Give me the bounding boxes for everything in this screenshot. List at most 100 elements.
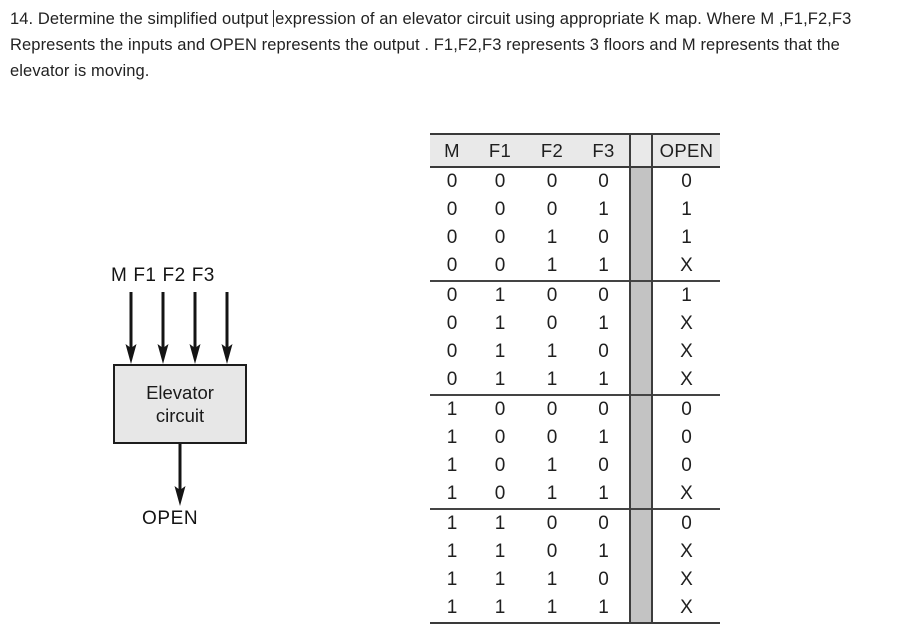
cell-f1: 0 [494, 255, 506, 276]
cell-f2: 0 [546, 199, 558, 220]
truth-table-header: M F1 F2 F3 OPEN [430, 134, 720, 167]
text-caret [273, 10, 275, 27]
cell-open: 0 [681, 399, 692, 420]
cell-open: X [680, 369, 693, 390]
cell-f2: 1 [546, 369, 558, 390]
question-line-3: floors and M represents that the elevato… [10, 36, 840, 80]
cell-open: 1 [681, 285, 692, 306]
cell-f1: 1 [494, 313, 506, 334]
cell-f2: 1 [546, 455, 558, 476]
header-cell-f3: F3 [578, 134, 630, 167]
cell-m: 1 [446, 541, 458, 562]
input-arrow-f1-icon [157, 292, 169, 364]
input-label-f2: F2 [162, 265, 186, 286]
cell-m: 0 [446, 341, 458, 362]
cell-m: 0 [446, 171, 458, 192]
cell-f1: 0 [494, 399, 506, 420]
cell-f1: 0 [494, 171, 506, 192]
cell-f3: 1 [598, 255, 609, 276]
cell-f3: 0 [598, 227, 609, 248]
cell-open: 0 [681, 427, 692, 448]
cell-f3: 1 [598, 369, 609, 390]
cell-open: X [680, 541, 693, 562]
cell-f3: 0 [598, 399, 609, 420]
cell-f2: 1 [546, 483, 558, 504]
cell-f2: 1 [546, 569, 558, 590]
cell-f2: 0 [546, 285, 558, 306]
cell-f3: 0 [598, 513, 609, 534]
cell-f3: 1 [598, 313, 609, 334]
input-label-f1: F1 [133, 265, 157, 286]
cell-f3: 1 [598, 199, 609, 220]
header-cell-f2: F2 [526, 134, 578, 167]
cell-m: 0 [446, 369, 458, 390]
truth-table-header-row: M F1 F2 F3 OPEN [430, 134, 720, 167]
header-cell-separator [629, 134, 653, 167]
cell-f1: 1 [494, 569, 506, 590]
cell-f1: 0 [494, 427, 506, 448]
cell-open: X [680, 341, 693, 362]
input-label-m: M [111, 265, 128, 286]
cell-m: 1 [446, 427, 458, 448]
input-arrow-f3-icon [221, 292, 233, 364]
cell-open: X [680, 255, 693, 276]
cell-open: 1 [681, 227, 692, 248]
cell-f3: 1 [598, 597, 609, 618]
cell-m: 1 [446, 399, 458, 420]
output-arrow-open-icon [174, 444, 186, 506]
cell-separator [629, 538, 653, 566]
cell-f2: 0 [546, 399, 558, 420]
circuit-box-line-2: circuit [155, 405, 205, 426]
cell-f3: 0 [598, 285, 609, 306]
cell-open: X [680, 597, 693, 618]
cell-f3: 0 [598, 341, 609, 362]
cell-f1: 1 [494, 597, 506, 618]
cell-m: 1 [446, 513, 458, 534]
cell-open: 0 [681, 171, 692, 192]
cell-f1: 0 [494, 455, 506, 476]
input-arrow-f2-icon [189, 292, 201, 364]
cell-m: 1 [446, 597, 458, 618]
elevator-circuit-box: Elevator circuit [113, 364, 247, 444]
cell-f1: 1 [494, 341, 506, 362]
cell-f3: 1 [598, 541, 609, 562]
truth-table-row: 1 0 0 0 0 [430, 395, 720, 424]
cell-f2: 0 [546, 513, 558, 534]
input-arrow-m-icon [125, 292, 137, 364]
cell-open: 0 [681, 455, 692, 476]
cell-separator [629, 167, 653, 196]
cell-separator [629, 196, 653, 224]
cell-separator [629, 338, 653, 366]
cell-m: 0 [446, 199, 458, 220]
cell-f2: 1 [546, 341, 558, 362]
cell-f2: 1 [546, 255, 558, 276]
input-label-f3: F3 [191, 265, 215, 286]
cell-open: X [680, 483, 693, 504]
question-line-1-part-1: 14. Determine the simplified output [10, 10, 274, 28]
question-text: 14. Determine the simplified output expr… [10, 6, 885, 84]
cell-f1: 0 [494, 227, 506, 248]
cell-separator [629, 509, 653, 538]
cell-separator [629, 566, 653, 594]
cell-f2: 0 [546, 427, 558, 448]
cell-f1: 0 [494, 483, 506, 504]
cell-m: 1 [446, 569, 458, 590]
cell-open: 1 [681, 199, 692, 220]
cell-m: 0 [446, 227, 458, 248]
cell-f1: 1 [494, 369, 506, 390]
cell-f3: 0 [598, 569, 609, 590]
cell-open: 0 [681, 513, 692, 534]
